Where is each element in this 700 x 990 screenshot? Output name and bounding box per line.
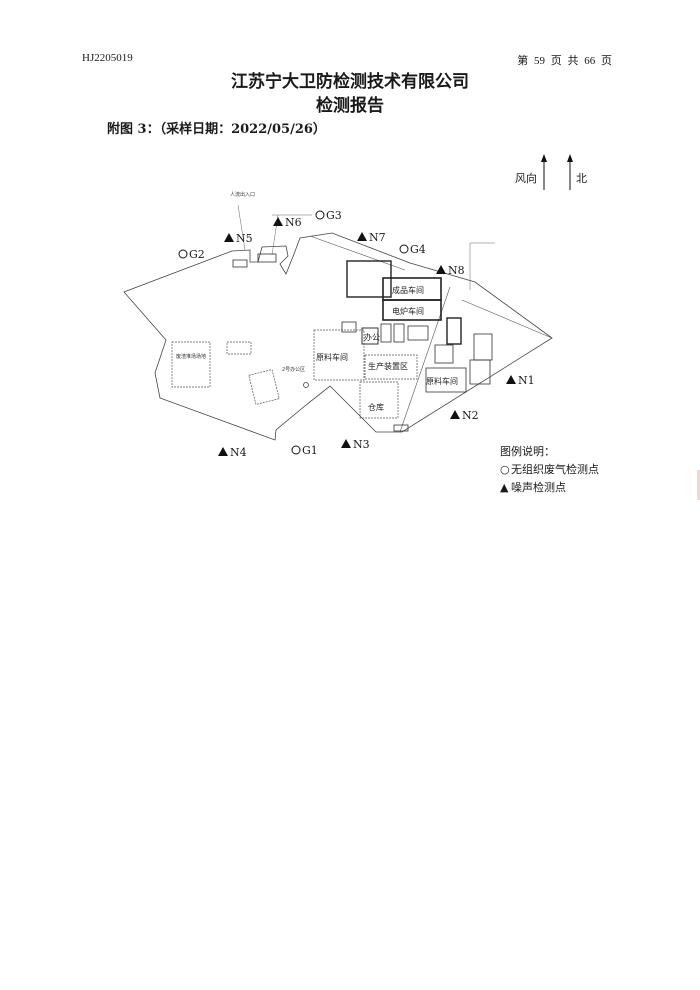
noise-point-icon (273, 217, 283, 226)
noise-point-n5: N5 (224, 232, 253, 245)
noise-point-n4: N4 (218, 446, 247, 459)
production-area (364, 354, 418, 380)
wind-label: 风向 (515, 171, 537, 185)
gate-house (257, 253, 277, 263)
production-area-label: 生产装置区 (368, 361, 408, 371)
svg-text:N8: N8 (448, 264, 465, 277)
gate-house (393, 424, 409, 432)
office-area-label: 2号办公区 (282, 366, 305, 373)
building (226, 341, 252, 355)
building (341, 321, 357, 333)
building (407, 325, 429, 341)
figure-caption: 附图 3：（采样日期：2022/05/26） (107, 122, 326, 137)
gas-point-icon (315, 210, 325, 220)
svg-text:G1: G1 (302, 444, 318, 457)
gas-point-g4: G4 (399, 243, 426, 256)
noise-point-icon (357, 232, 367, 241)
site-boundary (123, 232, 553, 441)
north-label: 北 (576, 172, 587, 185)
gas-point-g3: G3 (315, 209, 342, 222)
road-line (309, 235, 406, 271)
noise-point-icon (436, 265, 446, 274)
legend-noise-row: ▲噪声检测点 (500, 479, 599, 497)
warehouse (359, 381, 399, 419)
noise-point-icon (218, 447, 228, 456)
road-line (461, 299, 553, 339)
svg-text:N6: N6 (285, 216, 302, 229)
legend-gas-row: ○无组织废气检测点 (500, 461, 599, 479)
noise-point-n8: N8 (436, 264, 465, 277)
noise-point-n2: N2 (450, 409, 479, 422)
furnace-workshop-label: 电炉车间 (392, 306, 424, 316)
report-code: HJ2205019 (82, 52, 133, 64)
slag-yard (171, 341, 211, 388)
building (434, 344, 454, 364)
map-legend: 图例说明： ○无组织废气检测点 ▲噪声检测点 (500, 443, 599, 497)
svg-text:N7: N7 (369, 231, 386, 244)
gas-point-icon (291, 445, 301, 455)
wind-arrow-icon (541, 154, 547, 190)
building (248, 369, 280, 405)
circle-icon: ○ (500, 463, 510, 476)
noise-point-n7: N7 (357, 231, 386, 244)
page-edge-mark (697, 470, 700, 500)
gate-house (232, 259, 248, 268)
raw-workshop-2 (425, 367, 467, 393)
svg-text:G3: G3 (326, 209, 342, 222)
legend-title: 图例说明： (500, 445, 555, 458)
gas-point-g1: G1 (291, 444, 318, 457)
triangle-icon: ▲ (500, 481, 509, 494)
legend-gas-label: 无组织废气检测点 (511, 463, 599, 476)
noise-point-icon (450, 410, 460, 419)
svg-text:N2: N2 (462, 409, 479, 422)
furnace-workshop (382, 299, 442, 321)
building (393, 323, 405, 343)
office-building (361, 327, 379, 345)
svg-text:G2: G2 (189, 248, 205, 261)
svg-text:G4: G4 (410, 243, 426, 256)
finished-workshop-label: 成品车间 (392, 285, 424, 295)
company-title: 江苏宁大卫防检测技术有限公司 (231, 72, 469, 92)
raw-workshop-1-label: 原料车间 (316, 352, 348, 362)
raw-workshop-2-label: 原料车间 (426, 376, 458, 386)
north-arrow-icon (567, 154, 573, 190)
building (469, 359, 491, 385)
office-area-marker (303, 382, 309, 388)
entrance-label: 人流出入口 (230, 191, 255, 198)
entrance-lead (237, 204, 246, 251)
gas-point-g2: G2 (178, 248, 205, 261)
svg-text:N1: N1 (518, 374, 535, 387)
noise-point-n6: N6 (273, 216, 302, 229)
building (473, 333, 493, 361)
building (380, 323, 392, 343)
office-label: 办公 (364, 332, 380, 342)
building (346, 260, 392, 298)
warehouse-label: 仓库 (368, 402, 384, 412)
report-title: 检测报告 (316, 96, 384, 116)
gas-point-icon (399, 244, 409, 254)
svg-text:N4: N4 (230, 446, 247, 459)
gas-point-icon (178, 249, 188, 259)
noise-point-icon (341, 439, 351, 448)
svg-text:N3: N3 (353, 438, 370, 451)
noise-point-icon (506, 375, 516, 384)
slag-yard-label: 废渣堆场场地 (176, 353, 206, 360)
svg-text:N5: N5 (236, 232, 253, 245)
noise-point-n3: N3 (341, 438, 370, 451)
building (446, 317, 462, 345)
legend-noise-label: 噪声检测点 (511, 481, 566, 494)
raw-workshop-1 (313, 329, 365, 381)
page-info: 第 59 页 共 66 页 (517, 55, 612, 67)
noise-point-icon (224, 233, 234, 242)
noise-point-n1: N1 (506, 374, 535, 387)
